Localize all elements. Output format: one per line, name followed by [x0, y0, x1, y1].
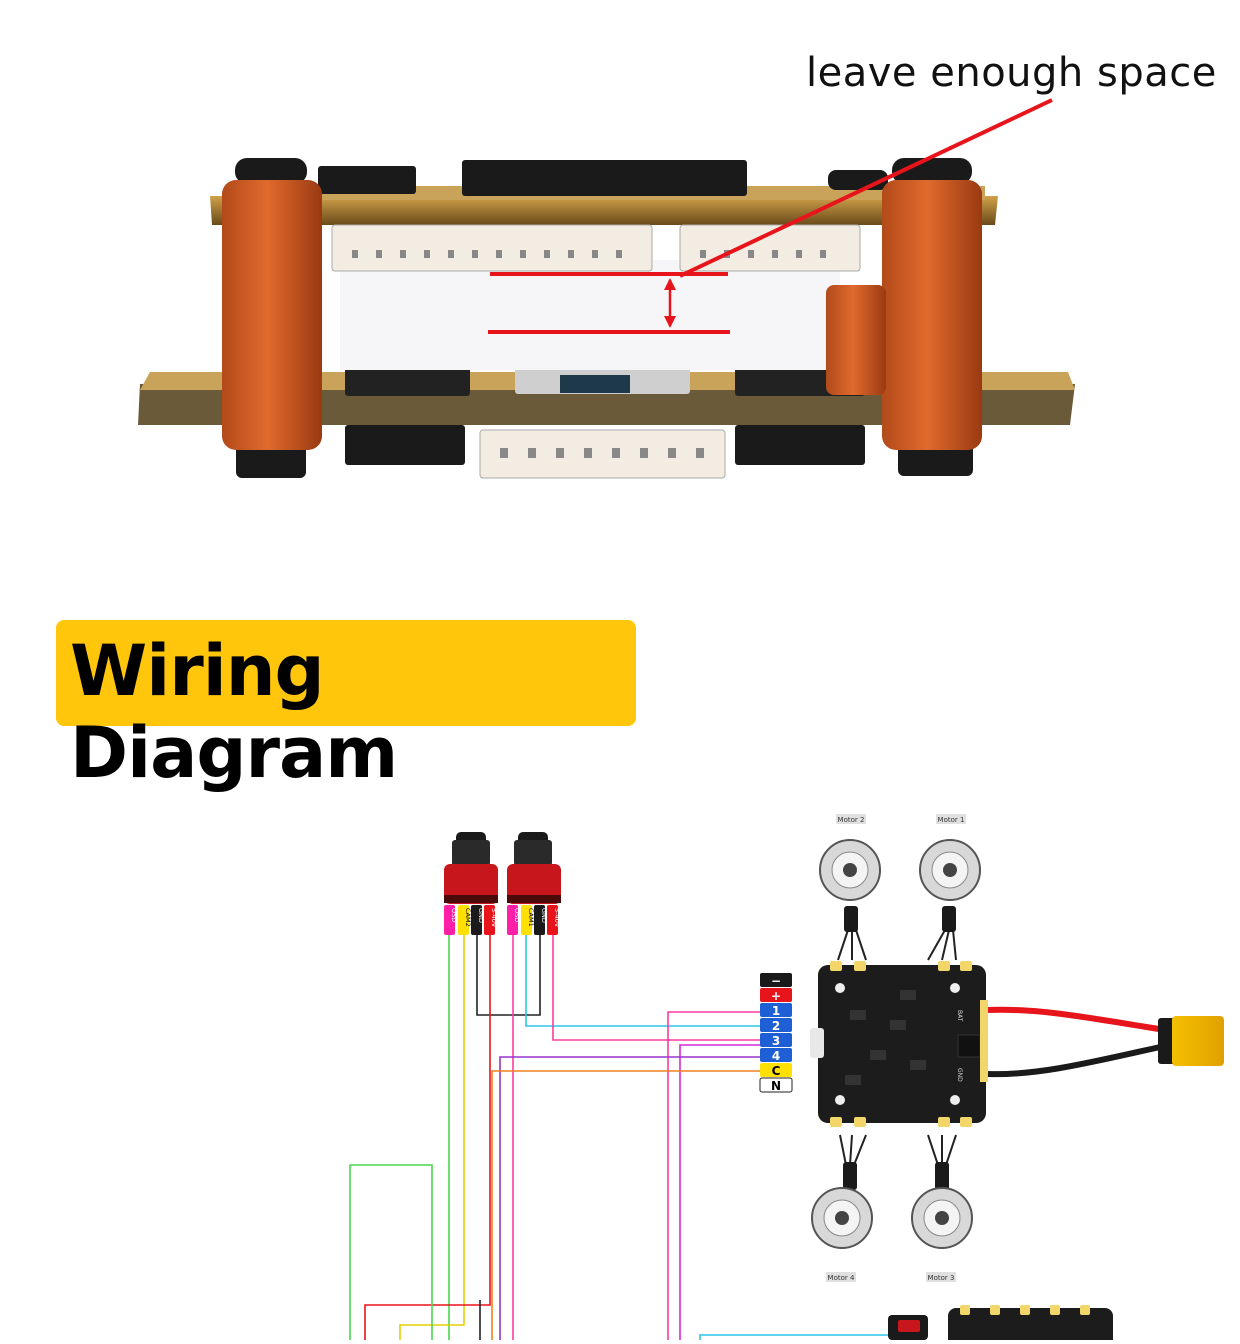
- battery-lead: [987, 1006, 1178, 1078]
- cam2-pin-signal: CAM2: [464, 908, 472, 927]
- cam1-pin-gnd: GND: [540, 908, 548, 923]
- cam2-pin-gnd: GND: [477, 908, 485, 923]
- fc-esc-stack: [138, 158, 1075, 479]
- camera-pin-tags: OSD CAM2 GND 5-40V OSD CAM1 GND 5-40V: [444, 905, 561, 935]
- cam2-pin-power: 5-40V: [490, 908, 498, 928]
- camera-cam1: [507, 832, 561, 904]
- motor-4: [811, 1187, 873, 1249]
- esc-pin-4: 4: [772, 1049, 780, 1063]
- cam1-pin-osd: OSD: [513, 908, 521, 922]
- esc-pin-neg: −: [771, 974, 781, 988]
- esc-bat-label: BAT: [956, 1010, 963, 1022]
- esc-pin-c: C: [772, 1064, 781, 1078]
- xt60-connector: [1172, 1016, 1224, 1066]
- esc-pin-pos: +: [771, 989, 781, 1003]
- esc-board: BAT GND: [810, 961, 988, 1127]
- gap-indicator: [488, 98, 1053, 334]
- esc-gnd-label: GND: [956, 1068, 963, 1082]
- camera-cam2: [444, 832, 498, 904]
- motor-2-label: Motor 2: [838, 816, 865, 824]
- section-title: Wiring Diagram: [70, 630, 398, 794]
- motor-1-label: Motor 1: [938, 816, 965, 824]
- motor-3: [911, 1187, 973, 1249]
- signal-wires: [349, 934, 890, 1340]
- esc-pin-1: 1: [772, 1004, 780, 1018]
- esc-pin-labels: − + 1 2 3 4 C N: [759, 973, 793, 1093]
- section-banner: Wiring Diagram: [56, 620, 636, 794]
- esc-pin-n: N: [771, 1079, 781, 1093]
- motor-4-label: Motor 4: [828, 1274, 855, 1282]
- motor-2: [819, 839, 881, 901]
- bottom-board: [948, 1305, 1113, 1344]
- motor-wires: [837, 929, 957, 1166]
- cam1-pin-power: 5-40V: [553, 908, 561, 928]
- annotation-label: leave enough space: [806, 50, 1217, 96]
- cam1-pin-signal: CAM1: [527, 908, 535, 927]
- esc-pin-3: 3: [772, 1034, 780, 1048]
- esc-pin-2: 2: [772, 1019, 780, 1033]
- motor-3-label: Motor 3: [928, 1274, 955, 1282]
- cam2-pin-osd: OSD: [450, 908, 458, 922]
- motor-1: [919, 839, 981, 901]
